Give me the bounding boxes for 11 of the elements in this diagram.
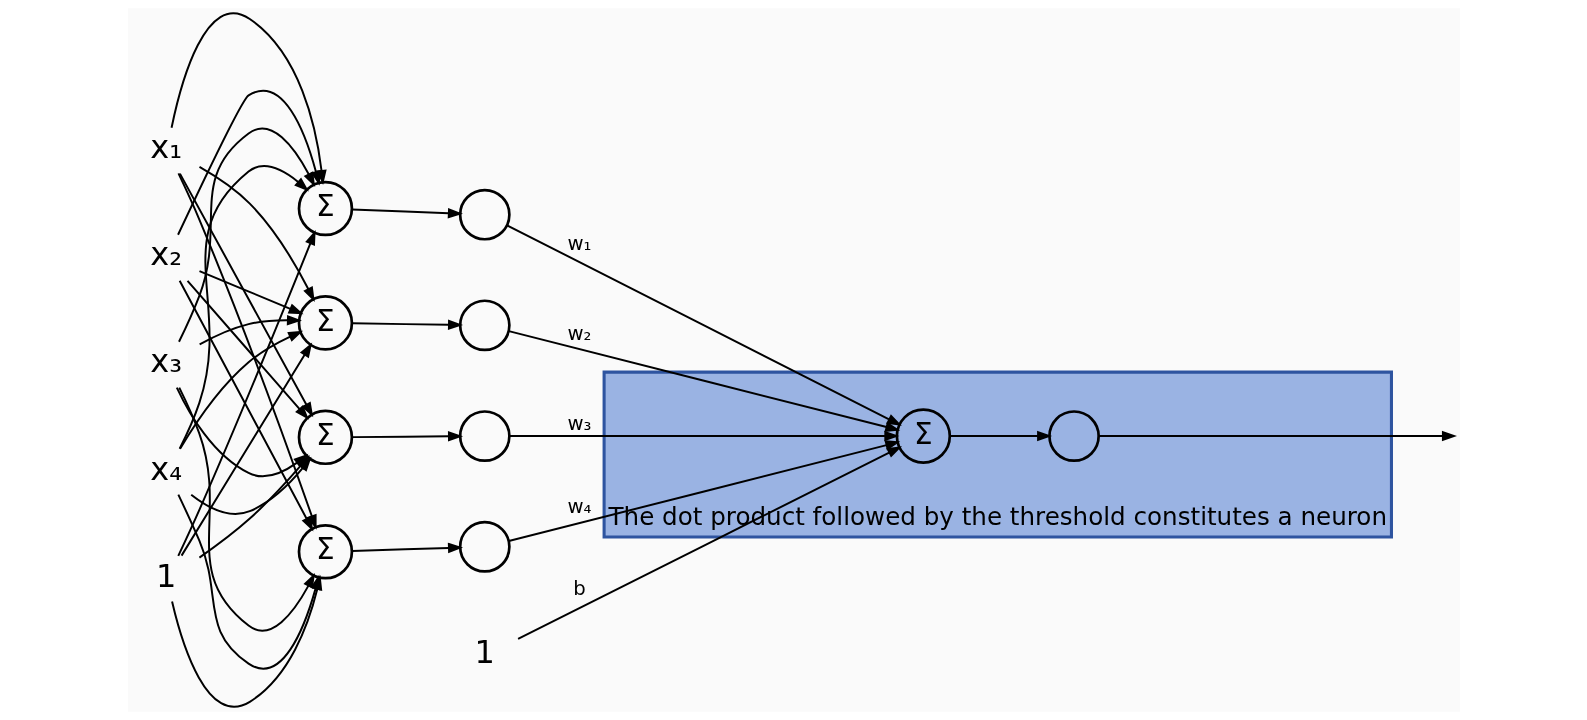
node-text: 1 (474, 632, 495, 671)
node-text: x₂ (149, 235, 182, 274)
node-text: x₄ (149, 449, 182, 488)
node-text: x₃ (149, 342, 182, 381)
edge-label: w₂ (567, 321, 591, 345)
edge-label: w₄ (567, 495, 591, 519)
edge-label: w₃ (567, 411, 591, 435)
node-text: x₁ (149, 128, 182, 167)
edge-label: w₁ (567, 232, 591, 256)
node-text: 1 (155, 556, 176, 595)
edge-label: b (572, 576, 586, 600)
